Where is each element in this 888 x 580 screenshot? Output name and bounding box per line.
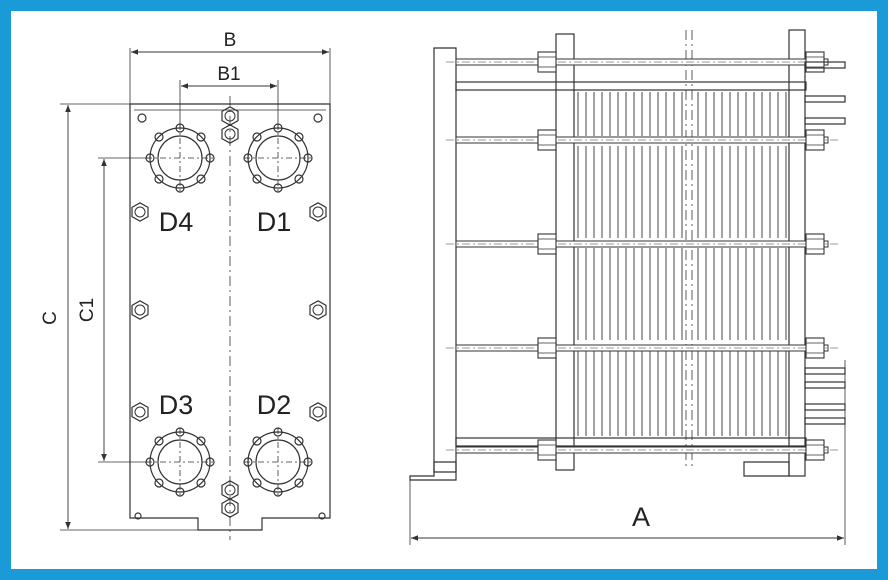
port-d2 — [243, 427, 313, 497]
nut — [537, 129, 557, 151]
front-view — [60, 48, 331, 540]
nut — [805, 233, 825, 255]
bolt — [131, 202, 149, 222]
nut — [805, 337, 825, 359]
label-b: B — [224, 30, 237, 51]
port-d1 — [243, 123, 313, 193]
fixed-frame — [433, 47, 457, 473]
port-d4 — [145, 123, 215, 193]
label-a: A — [632, 502, 650, 532]
support-column — [788, 29, 806, 477]
label-d4: D4 — [159, 207, 194, 237]
bolt — [309, 402, 327, 422]
plate-pack — [577, 92, 787, 436]
bolt — [131, 402, 149, 422]
nut — [537, 337, 557, 359]
bolt — [131, 300, 149, 320]
nut — [537, 233, 557, 255]
label-b1: B1 — [217, 64, 240, 85]
tie-bolts — [446, 51, 840, 461]
nut — [537, 439, 557, 461]
label-c1: C1 — [77, 298, 98, 322]
nut — [805, 439, 825, 461]
label-c: C — [40, 311, 61, 325]
plate-outline — [129, 103, 331, 531]
label-d1: D1 — [257, 207, 292, 237]
nut — [805, 129, 825, 151]
pressure-plate — [555, 33, 575, 471]
side-view — [409, 29, 846, 545]
port-d3 — [145, 427, 215, 497]
label-d2: D2 — [257, 390, 292, 420]
bolt — [309, 202, 327, 222]
nut — [537, 51, 557, 73]
label-d3: D3 — [159, 390, 194, 420]
bolt — [309, 300, 327, 320]
